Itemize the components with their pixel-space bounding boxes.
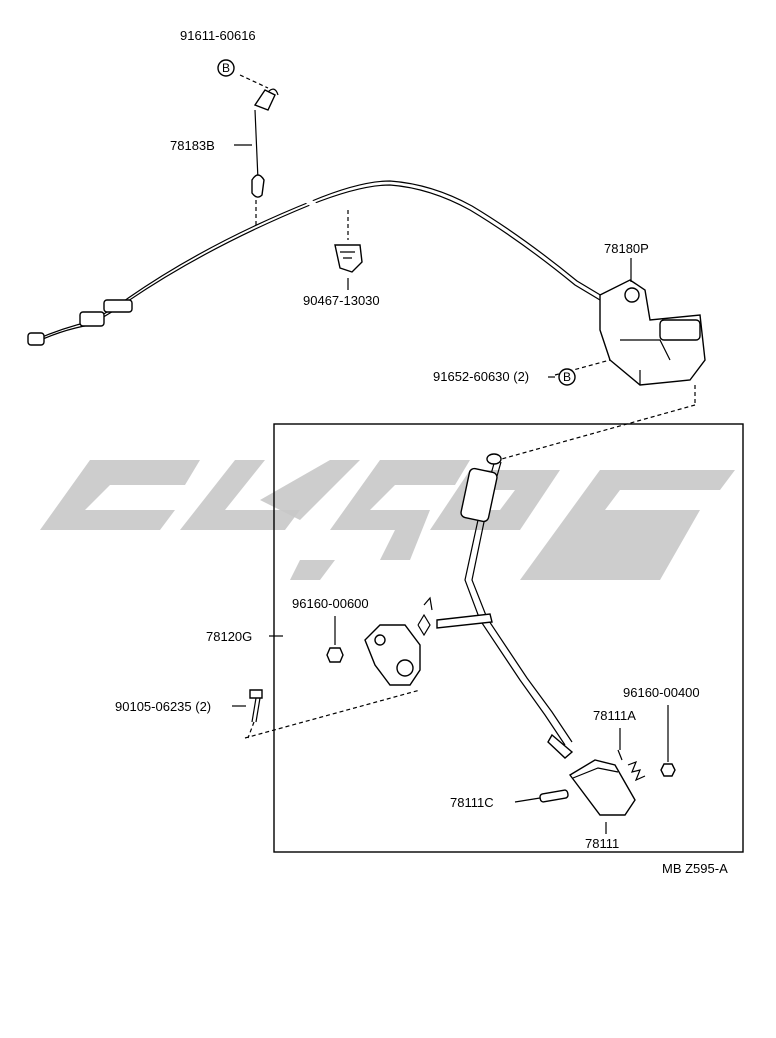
- pin-78111c: [539, 789, 569, 803]
- lever-end: [547, 733, 574, 759]
- label-78183b: 78183B: [170, 138, 215, 153]
- pedal-pad-78111: [568, 759, 636, 816]
- connector-bracket-pedal: [497, 404, 696, 461]
- svg-text:B: B: [222, 61, 230, 75]
- label-78120g: 78120G: [206, 629, 252, 644]
- watermark-logo: [40, 460, 735, 580]
- label-78111a: 78111A: [593, 708, 636, 723]
- pedal-bracket-plate: [364, 624, 421, 686]
- link-upper-eye: [253, 89, 276, 111]
- cable-assembly-78180p: [27, 180, 706, 386]
- diagram-reference: MB Z595-A: [662, 861, 728, 876]
- nut-96160-600: [326, 616, 344, 663]
- cable-end-fitting: [27, 332, 45, 346]
- label-90105: 90105-06235 (2): [115, 699, 211, 714]
- label-91611: 91611-60616: [180, 28, 256, 43]
- bracket-switch: [659, 319, 701, 341]
- link-lower-eye: [251, 174, 265, 198]
- bolt-90105: [247, 689, 263, 739]
- bolt-mark-b-lower: B: [558, 368, 576, 386]
- bolt-mark-b-upper: B: [217, 59, 235, 77]
- link-78183b: [239, 74, 279, 225]
- clip-90467: [334, 210, 363, 273]
- pedal-pad-assembly: [539, 705, 676, 816]
- return-spring-assembly: [244, 596, 433, 739]
- nut-96160-400: [660, 763, 676, 777]
- pivot-pin: [436, 613, 493, 629]
- bracket-pivot: [624, 287, 640, 303]
- svg-text:B: B: [563, 370, 571, 384]
- label-78111: 78111: [585, 836, 619, 851]
- cable-sleeve: [103, 299, 133, 313]
- label-91652: 91652-60630 (2): [433, 369, 529, 384]
- pedal-lever-78120g: [436, 453, 574, 759]
- cable-adjuster: [79, 311, 105, 327]
- pedal-bracket: [599, 279, 706, 386]
- label-78180p: 78180P: [604, 241, 649, 256]
- lever-top: [486, 453, 502, 465]
- label-96160-600: 96160-00600: [292, 596, 369, 611]
- label-78111c: 78111C: [450, 795, 494, 810]
- bracket-hole: [396, 659, 414, 677]
- detail-frame: [273, 423, 744, 853]
- label-90467: 90467-13030: [303, 293, 380, 308]
- label-96160-400: 96160-00400: [623, 685, 700, 700]
- lever-sleeve: [460, 467, 498, 523]
